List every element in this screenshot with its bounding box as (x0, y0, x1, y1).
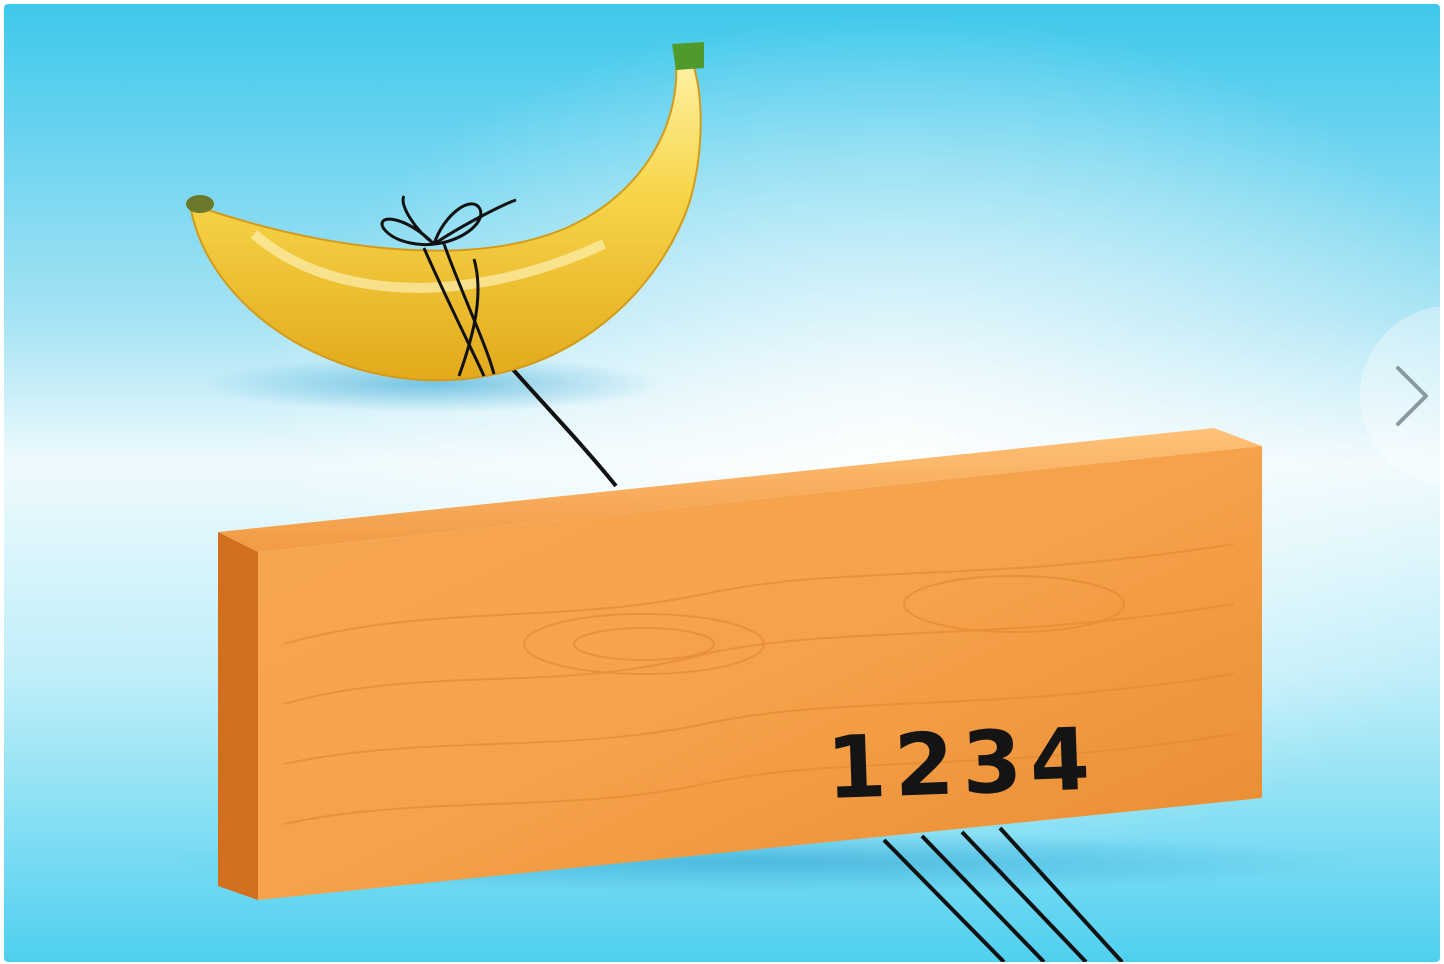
image-frame: 1234 (4, 4, 1440, 962)
bottom-strings (882, 826, 1124, 962)
chevron-right-icon (1396, 366, 1428, 426)
string-4 (998, 826, 1124, 962)
banana-shadow (204, 356, 664, 412)
banana (186, 42, 704, 382)
string-2 (920, 834, 1046, 962)
string-1 (882, 838, 1006, 962)
puzzle-number-label: 1234 (824, 709, 1100, 819)
string-3 (960, 830, 1088, 962)
wooden-board (218, 428, 1262, 900)
puzzle-illustration (4, 4, 1440, 962)
